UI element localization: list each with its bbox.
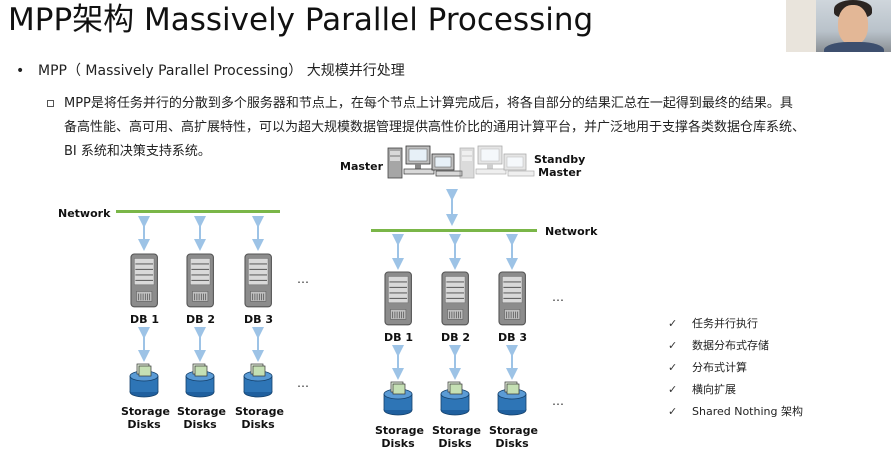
storage-label-line2: Disks (438, 437, 472, 450)
description-line-1: MPP是将任务并行的分散到多个服务器和节点上，在每个节点上计算完成后，将各自部分… (64, 96, 793, 111)
sub-bullet-description: MPP是将任务并行的分散到多个服务器和节点上，在每个节点上计算完成后，将各自部分… (44, 92, 864, 164)
left-network-arrows (138, 216, 264, 362)
checklist-item-label: Shared Nothing 架构 (692, 405, 803, 418)
right-db-ellipsis: … (552, 290, 564, 304)
bullet-mpp: • MPP（ Massively Parallel Processing） 大规模… (16, 60, 405, 80)
storage-label-line2: Disks (241, 418, 275, 431)
standby-label-line1: Standby (534, 153, 586, 166)
check-icon: ✓ (668, 382, 678, 396)
left-db-ellipsis: … (297, 272, 309, 286)
page-title: MPP架构 Massively Parallel Processing (8, 2, 594, 38)
description-line-3: BI 系统和决策支持系统。 (64, 144, 211, 159)
check-icon: ✓ (668, 404, 678, 418)
checklist-item: ✓ 横向扩展 (668, 378, 803, 400)
storage-label-line2: Disks (127, 418, 161, 431)
left-db-label-1: DB 1 (130, 313, 159, 326)
right-storage-disk-3 (497, 381, 527, 416)
checklist-item-label: 数据分布式存储 (692, 339, 769, 352)
left-db-server-2 (186, 253, 214, 308)
right-db-label-1: DB 1 (384, 331, 413, 344)
bullet-dot: • (16, 63, 25, 79)
storage-label-line2: Disks (183, 418, 217, 431)
storage-label-line2: Disks (495, 437, 529, 450)
right-db-server-3 (498, 271, 526, 326)
left-storage-ellipsis: … (297, 376, 309, 390)
left-db-server-3 (244, 253, 272, 308)
left-storage-label-3: Storage Disks (235, 405, 284, 431)
webcam-presenter-face (838, 5, 868, 45)
left-storage-disk-1 (129, 363, 159, 398)
right-storage-label-1: Storage Disks (375, 424, 424, 450)
standby-master-label: Standby Master (534, 153, 585, 179)
checklist-item: ✓ 任务并行执行 (668, 312, 803, 334)
left-network-line (116, 210, 280, 213)
storage-label-line1: Storage (177, 405, 226, 418)
check-icon: ✓ (668, 338, 678, 352)
checklist-item-label: 分布式计算 (692, 361, 747, 374)
right-storage-ellipsis: … (552, 394, 564, 408)
storage-label-line1: Storage (121, 405, 170, 418)
right-storage-label-2: Storage Disks (432, 424, 481, 450)
right-db-server-1 (384, 271, 412, 326)
storage-label-line1: Storage (375, 424, 424, 437)
left-db-label-2: DB 2 (186, 313, 215, 326)
check-icon: ✓ (668, 316, 678, 330)
left-storage-disk-3 (243, 363, 273, 398)
storage-label-line2: Disks (381, 437, 415, 450)
right-storage-disk-2 (440, 381, 470, 416)
master-label: Master (340, 160, 384, 173)
feature-checklist: ✓ 任务并行执行 ✓ 数据分布式存储 ✓ 分布式计算 ✓ 横向扩展 ✓ Shared No… (668, 312, 803, 422)
right-db-server-2 (441, 271, 469, 326)
left-storage-label-2: Storage Disks (177, 405, 226, 431)
checklist-item-label: 横向扩展 (692, 383, 736, 396)
left-storage-disk-2 (185, 363, 215, 398)
description-line-2: 备高性能、高可用、高扩展特性，可以为超大规模数据管理提供高性价比的通用计算平台，… (64, 120, 806, 135)
storage-label-line1: Storage (235, 405, 284, 418)
left-storage-label-1: Storage Disks (121, 405, 170, 431)
checklist-item-label: 任务并行执行 (692, 317, 758, 330)
right-network-arrows (392, 234, 518, 380)
checklist-item: ✓ Shared Nothing 架构 (668, 400, 803, 422)
right-network-label: Network (545, 225, 598, 238)
right-storage-label-3: Storage Disks (489, 424, 538, 450)
right-db-label-2: DB 2 (441, 331, 470, 344)
standby-master-workstation (459, 145, 535, 179)
check-icon: ✓ (668, 360, 678, 374)
webcam-background (786, 0, 816, 52)
left-db-label-3: DB 3 (244, 313, 273, 326)
right-db-label-3: DB 3 (498, 331, 527, 344)
right-network-line (371, 229, 537, 232)
checklist-item: ✓ 数据分布式存储 (668, 334, 803, 356)
standby-label-line2: Master (538, 166, 582, 179)
webcam-overlay (786, 0, 891, 52)
square-bullet-icon (47, 100, 54, 107)
storage-label-line1: Storage (432, 424, 481, 437)
storage-label-line1: Storage (489, 424, 538, 437)
left-db-server-1 (130, 253, 158, 308)
webcam-presenter-body (824, 42, 884, 52)
master-workstation (387, 145, 463, 179)
left-network-label: Network (58, 207, 111, 220)
bullet-text: MPP（ Massively Parallel Processing） 大规模并… (38, 63, 405, 79)
right-storage-disk-1 (383, 381, 413, 416)
checklist-item: ✓ 分布式计算 (668, 356, 803, 378)
